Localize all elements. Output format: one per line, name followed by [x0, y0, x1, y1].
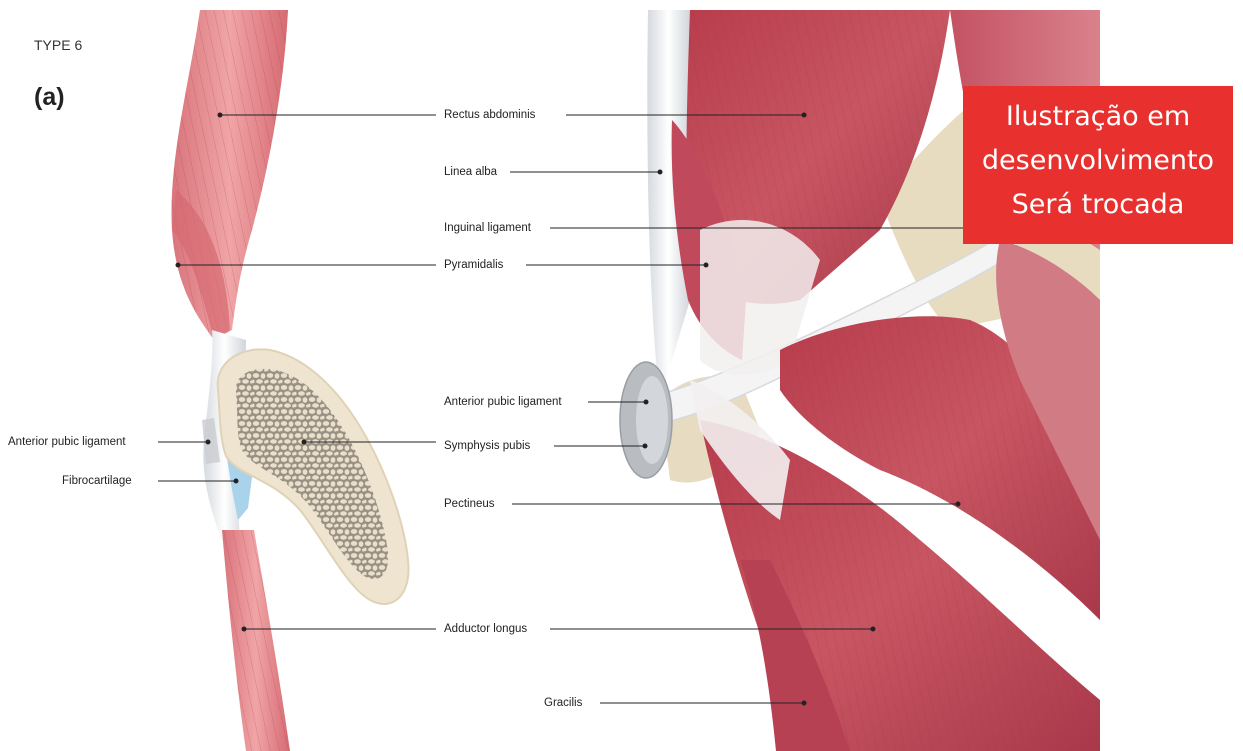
label-fibrocartilage: Fibrocartilage [62, 474, 132, 488]
label-rectus-abdominis: Rectus abdominis [444, 108, 535, 122]
label-anterior-pubic-ligament-left: Anterior pubic ligament [8, 435, 126, 449]
label-anterior-pubic-ligament-right: Anterior pubic ligament [444, 395, 562, 409]
banner-line-1: Ilustração em [963, 95, 1233, 139]
label-symphysis-pubis: Symphysis pubis [444, 439, 530, 453]
label-adductor-longus: Adductor longus [444, 622, 527, 636]
development-banner: Ilustração em desenvolvimento Será troca… [963, 86, 1233, 244]
label-inguinal-ligament: Inguinal ligament [444, 221, 531, 235]
label-gracilis: Gracilis [544, 696, 582, 710]
label-linea-alba: Linea alba [444, 165, 497, 179]
label-pectineus: Pectineus [444, 497, 495, 511]
banner-line-3: Será trocada [963, 183, 1233, 227]
left-section-view [172, 10, 409, 751]
banner-line-2: desenvolvimento [963, 139, 1233, 183]
label-pyramidalis: Pyramidalis [444, 258, 503, 272]
panel-label: (a) [34, 90, 65, 104]
type-label: TYPE 6 [34, 38, 82, 52]
